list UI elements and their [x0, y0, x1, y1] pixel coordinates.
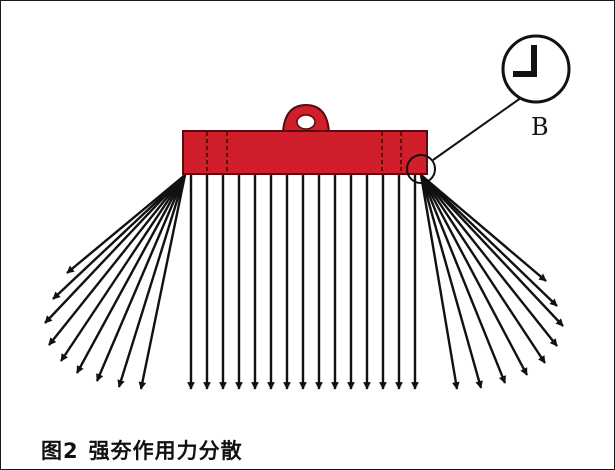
rammer-body [182, 130, 428, 175]
left-fan-arrow-3 [48, 174, 186, 346]
left-fan-arrow-1 [52, 174, 186, 300]
lifting-lug [281, 103, 331, 133]
corner-detail-icon [513, 45, 537, 77]
left-fan-arrow-2 [44, 174, 186, 324]
left-fan-arrow-0 [66, 174, 186, 274]
force-arrows [44, 174, 564, 390]
right-fan-arrow-5 [419, 174, 529, 376]
detail-label: B [531, 113, 549, 141]
caption-number: 图2 [41, 439, 79, 463]
right-fan-arrow-1 [420, 174, 558, 307]
left-fan-arrow-8 [138, 174, 187, 390]
caption-text: 强夯作用力分散 [88, 439, 243, 463]
right-fan-arrow-8 [419, 174, 460, 390]
left-fan-arrow-7 [117, 174, 187, 388]
right-fan-arrow-7 [419, 174, 483, 389]
detail-callout-b: B [406, 34, 571, 184]
right-fan-arrow-6 [419, 174, 507, 384]
detail-leader-arrow [432, 94, 526, 161]
detail-marker-circle [406, 154, 436, 184]
right-fan-arrow-3 [420, 174, 558, 347]
right-fan-arrow-2 [420, 174, 564, 327]
left-fan-arrow-5 [75, 174, 187, 374]
right-fan-arrow-4 [419, 174, 547, 364]
figure-caption: 图2 强夯作用力分散 [41, 435, 243, 465]
left-fan-arrow-4 [60, 174, 186, 362]
right-fan-arrow-0 [420, 174, 547, 282]
left-fan-arrow-6 [95, 174, 187, 382]
